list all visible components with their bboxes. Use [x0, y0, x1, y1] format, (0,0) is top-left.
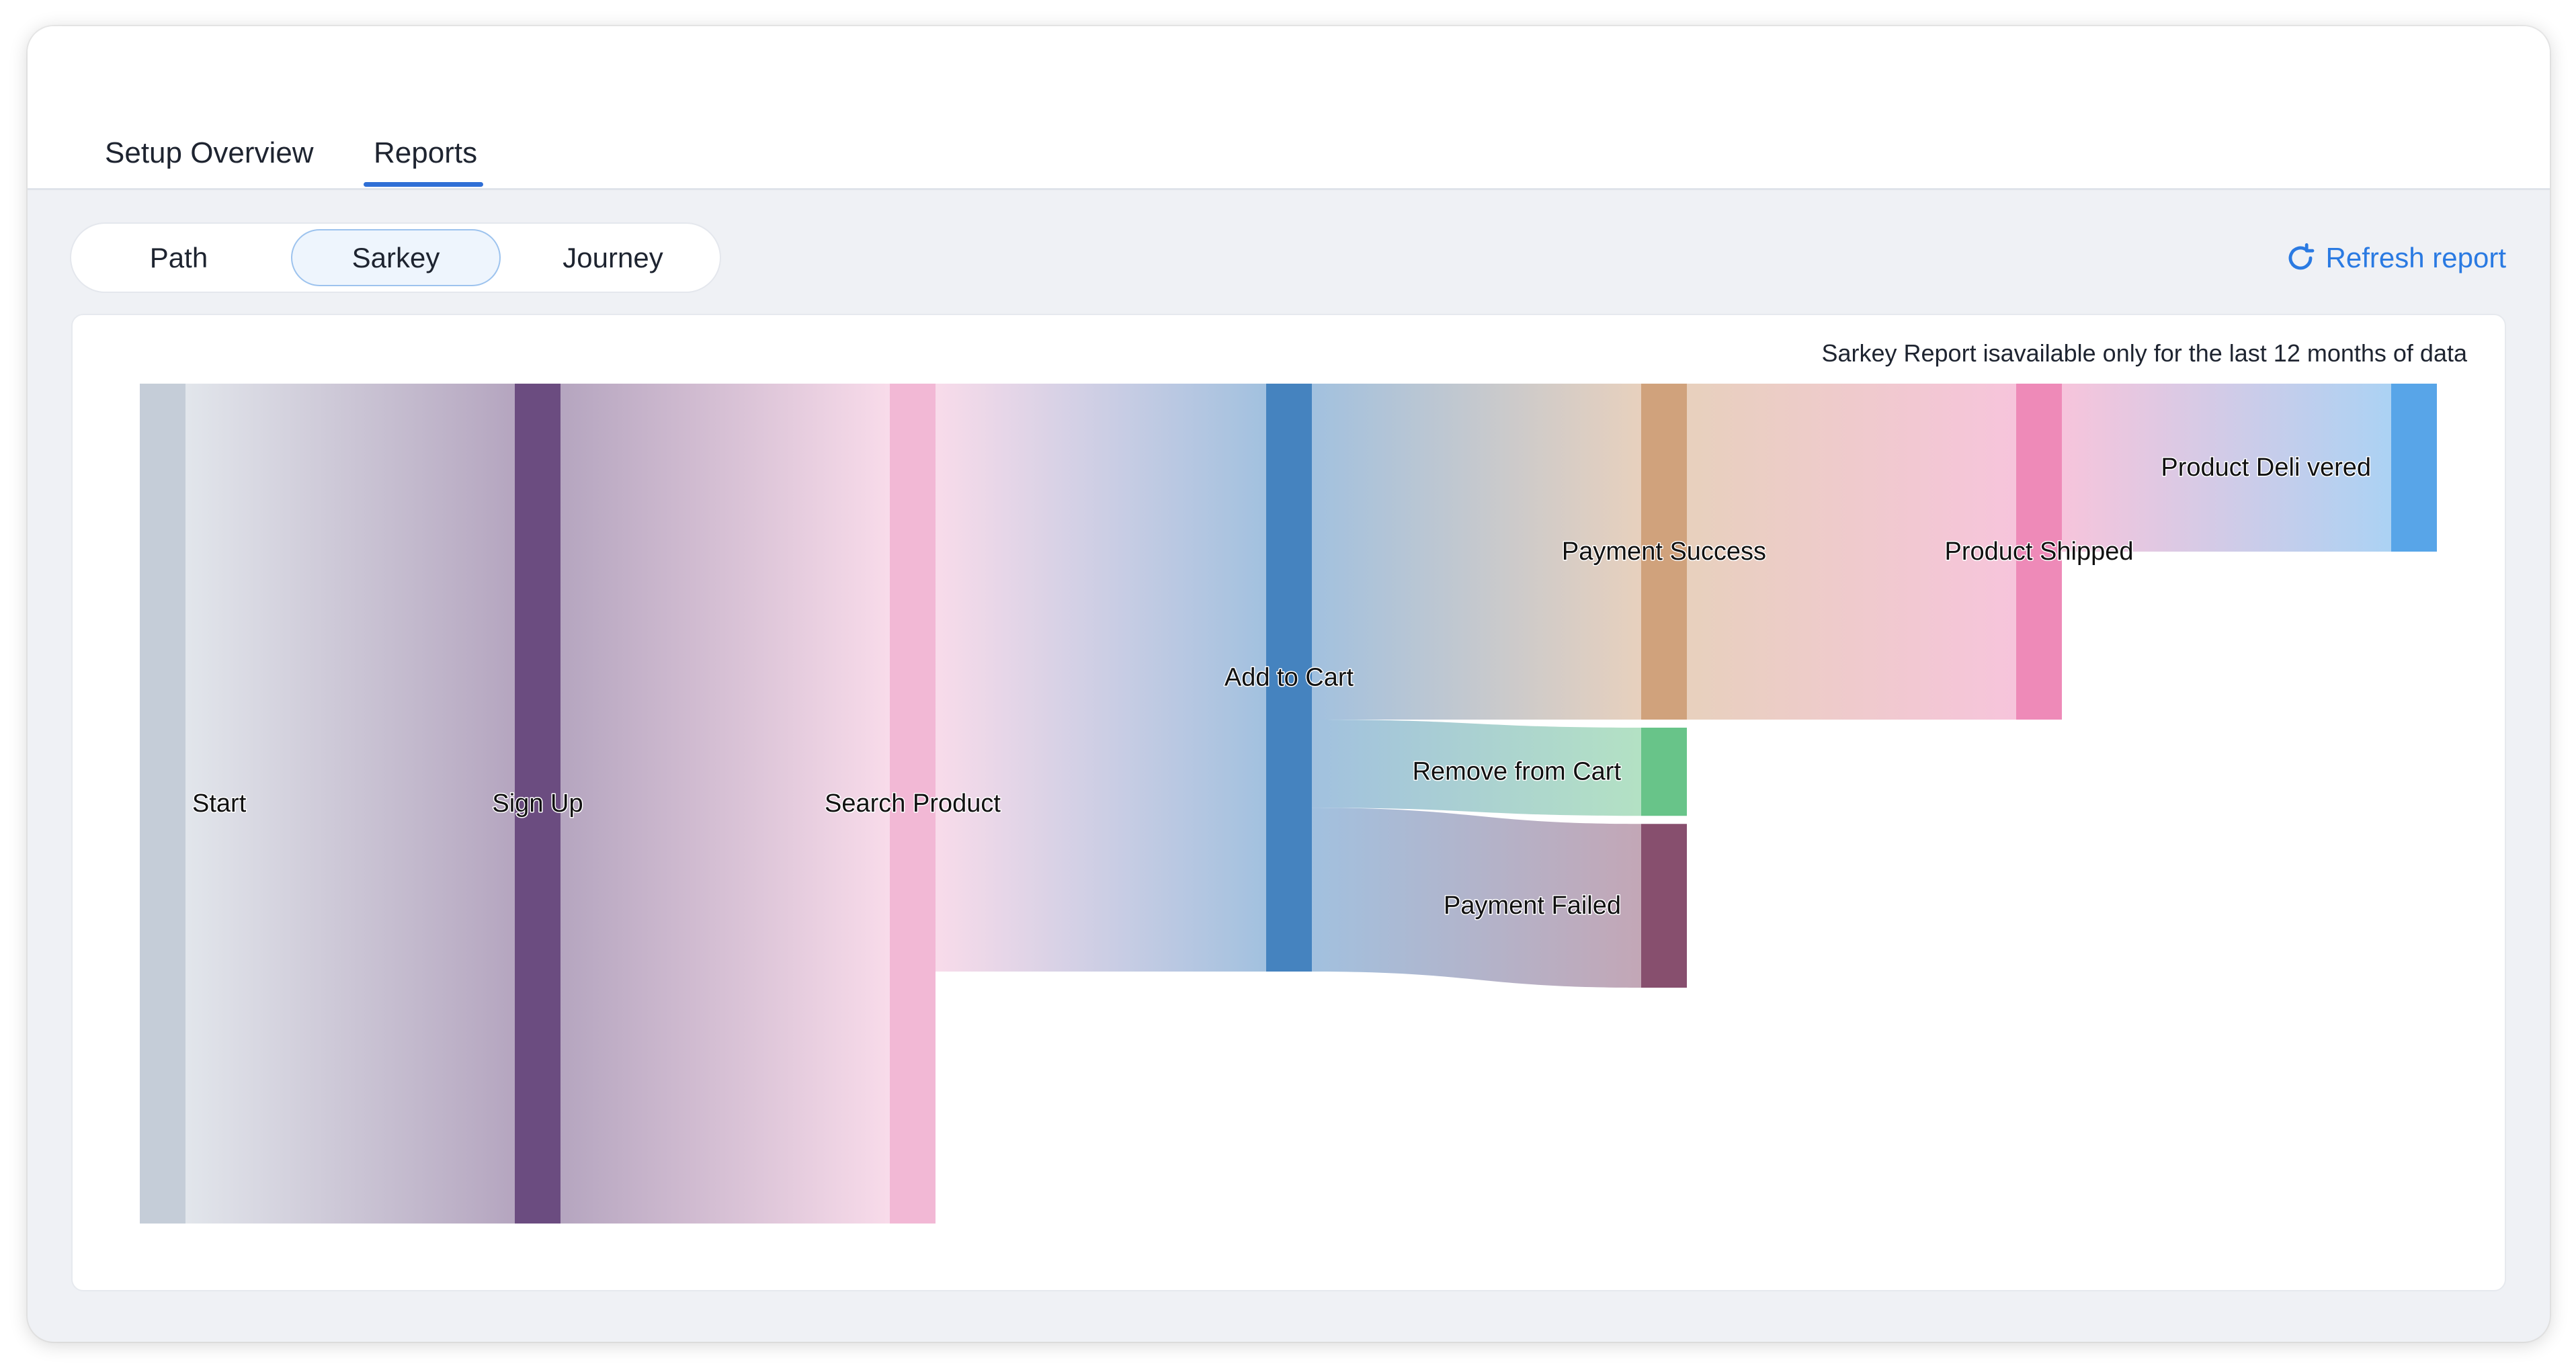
refresh-icon: [2288, 243, 2314, 270]
sankey-link-cart-to-payfail[interactable]: [1312, 808, 1641, 988]
refresh-report-label: Refresh report: [2325, 242, 2506, 273]
sankey-label-remove: Remove from Cart: [1413, 758, 1622, 786]
app-window: Setup Overview Reports Path Sarkey Journ…: [28, 26, 2550, 1342]
sankey-label-payfail: Payment Failed: [1444, 892, 1621, 920]
sankey-label-delivered: Product Deli vered: [2161, 454, 2371, 482]
sankey-link-cart-to-remove[interactable]: [1312, 720, 1641, 816]
report-type-sarkey[interactable]: Sarkey: [291, 229, 501, 286]
sankey-link-search-to-cart[interactable]: [936, 384, 1266, 972]
sankey-node-signup[interactable]: [515, 384, 560, 1224]
data-availability-note: Sarkey Report isavailable only for the l…: [1821, 339, 2467, 367]
report-type-switcher: Path Sarkey Journey: [70, 222, 721, 293]
sankey-node-search[interactable]: [890, 384, 936, 1224]
sankey-node-shipped[interactable]: [2016, 384, 2062, 720]
tab-setup-overview[interactable]: Setup Overview: [105, 136, 314, 169]
sankey-label-start: Start: [192, 789, 247, 818]
sankey-node-paysuccess[interactable]: [1641, 384, 1687, 720]
report-type-journey[interactable]: Journey: [563, 242, 663, 273]
sankey-node-remove[interactable]: [1641, 728, 1687, 816]
sankey-label-shipped: Product Shipped: [1945, 538, 2134, 566]
sankey-node-payfail[interactable]: [1641, 824, 1687, 988]
tab-reports[interactable]: Reports: [374, 136, 478, 169]
refresh-report-button[interactable]: Refresh report: [2284, 238, 2506, 278]
sankey-label-cart: Add to Cart: [1224, 664, 1354, 692]
sankey-link-cart-to-paysuccess[interactable]: [1312, 384, 1641, 720]
sankey-label-signup: Sign Up: [492, 789, 583, 818]
sankey-node-start[interactable]: [140, 384, 185, 1224]
sankey-label-paysuccess: Payment Success: [1562, 538, 1766, 566]
sankey-link-paysuccess-to-shipped[interactable]: [1687, 384, 2016, 720]
sankey-card: Sarkey Report isavailable only for the l…: [71, 314, 2506, 1291]
sankey-link-start-to-signup[interactable]: [185, 384, 515, 1224]
sankey-node-cart[interactable]: [1266, 384, 1312, 972]
sankey-link-shipped-to-delivered[interactable]: [2062, 384, 2391, 552]
sankey-link-signup-to-search[interactable]: [560, 384, 890, 1224]
sankey-label-search: Search Product: [825, 789, 1001, 818]
active-tab-indicator: [364, 182, 483, 187]
report-type-path[interactable]: Path: [149, 242, 208, 273]
sankey-node-delivered[interactable]: [2391, 384, 2437, 552]
top-bar: Setup Overview Reports: [28, 26, 2550, 190]
